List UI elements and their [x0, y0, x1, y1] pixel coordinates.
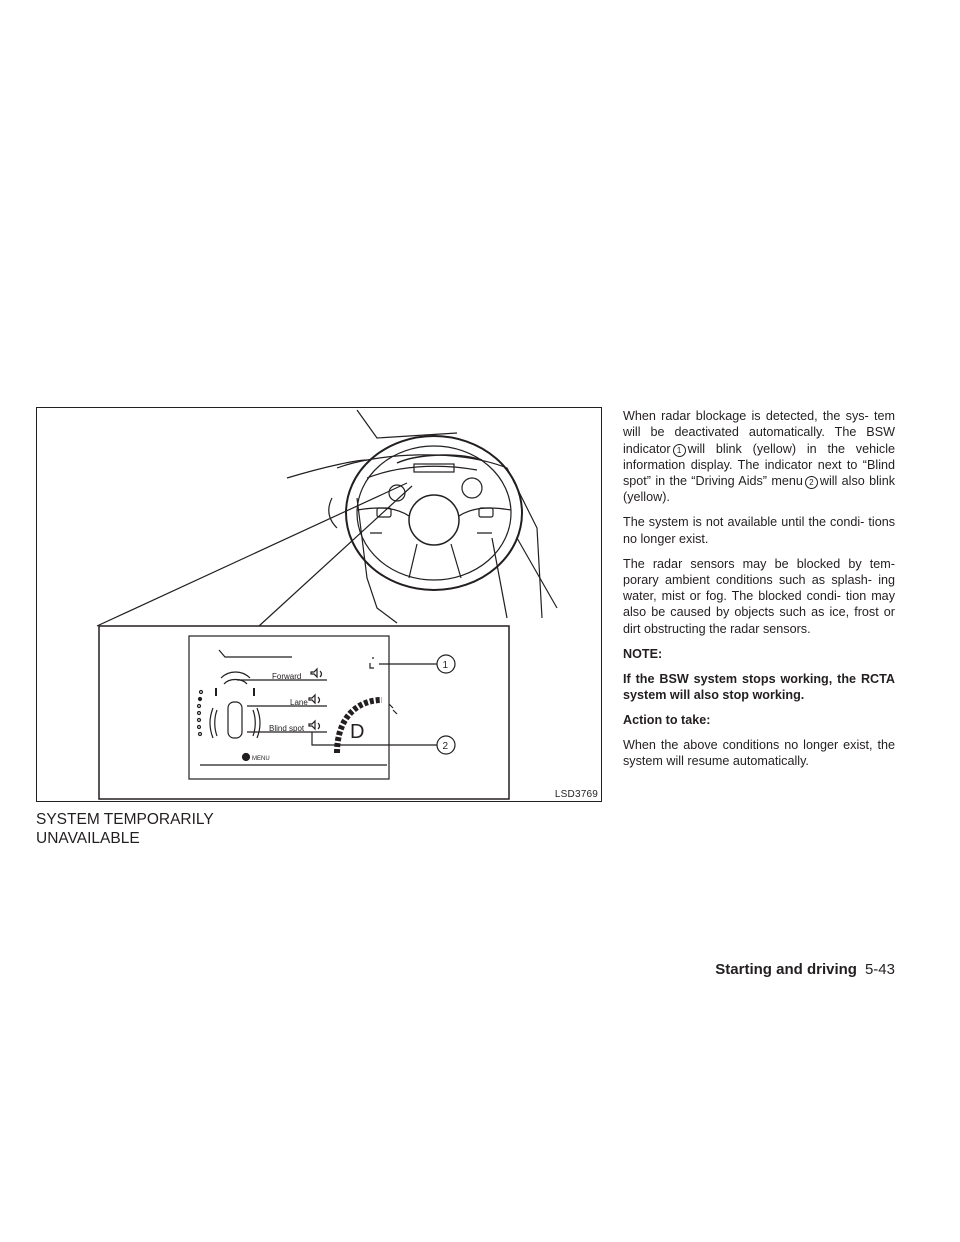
steering-wheel: [345, 435, 523, 591]
leader-line: [96, 482, 408, 627]
menu-button-icon: [241, 752, 251, 762]
vehicle-info-display: [188, 635, 390, 780]
paragraph-not-available: The system is not available until the co…: [623, 515, 895, 546]
callout-2-line: [311, 732, 437, 746]
gauge-arc: [334, 697, 383, 754]
speaker-icon: [310, 667, 323, 679]
callout-2-circle: [436, 735, 456, 755]
speaker-icon: [308, 693, 321, 705]
ref-circle-2: 2: [804, 476, 818, 490]
callout-1-circle: [436, 654, 456, 674]
illustration-figure: Forward Lane Blind spot D MENU 1 2 LSD37…: [36, 407, 602, 802]
display-inset: [98, 625, 510, 800]
paragraph-sensors-blocked: The radar sensors may be blocked by tem-…: [623, 556, 895, 636]
menu-item-lane: Lane: [290, 698, 308, 707]
text-segment: When radar blockage is detected, the sys…: [623, 409, 895, 456]
speaker-icon: [308, 719, 321, 731]
action-text: When the above conditions no longer exis…: [623, 737, 895, 768]
steering-hub: [408, 494, 460, 546]
body-text-column: When radar blockage is detected, the sys…: [623, 408, 895, 778]
callout-2-label: 2: [443, 741, 449, 752]
note-text: If the BSW system stops working, the RCT…: [623, 671, 895, 702]
text-segment: will also blink (yellow).: [623, 474, 895, 505]
heading-line-1: SYSTEM TEMPORARILY: [36, 811, 214, 828]
heading-line-2: UNAVAILABLE: [36, 830, 140, 847]
footer-section: Starting and driving: [715, 961, 857, 978]
dashboard-illustration: Forward Lane Blind spot D MENU 1 2: [96, 409, 558, 800]
menu-item-forward: Forward: [272, 672, 301, 681]
car-icon: [227, 701, 243, 739]
gear-indicator: D: [350, 721, 364, 743]
ref-circle-1: 1: [672, 443, 686, 457]
page-footer: Starting and driving 5-43: [715, 961, 895, 978]
action-label: Action to take:: [623, 712, 711, 727]
note-label: NOTE:: [623, 646, 663, 661]
figure-code: LSD3769: [554, 789, 598, 800]
section-heading: SYSTEM TEMPORARILY UNAVAILABLE: [36, 810, 336, 848]
menu-label: MENU: [252, 756, 270, 762]
callout-1-label: 1: [443, 660, 449, 671]
text-segment: will blink (yellow) in the vehicle infor…: [623, 441, 895, 489]
menu-item-blind-spot: Blind spot: [269, 724, 305, 733]
paragraph-blockage: When radar blockage is detected, the sys…: [623, 408, 895, 506]
page-number: 5-43: [864, 961, 895, 978]
